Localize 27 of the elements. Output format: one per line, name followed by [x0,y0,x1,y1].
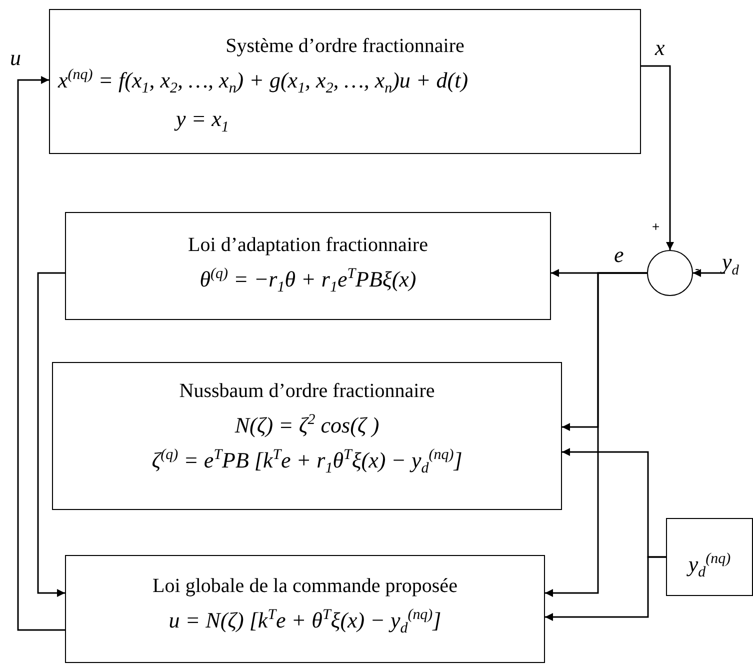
edge-label: e [614,243,624,267]
equation: x$^{(nq)}$ = f(x$_{1}$, x$_{2}$, …, x$_{n}$) + g(x$_{1}$, x$_{2}$, …, x$_{n}$)u + d(t) [56,66,470,99]
block [65,555,545,663]
equation: N(ζ) = ζ$^{2}$ cos(ζ ) [234,411,380,440]
arrow [545,556,666,621]
block-title: Nussbaum d’ordre fractionnaire [179,379,435,404]
block [49,9,641,154]
equation: ζ$^{(q)}$ = e$^{T}$PB [k$^{T}$e + r$_{1}$θ$^{T}$ξ(x) − y$_{d}$$^{(nq)}$] [152,446,462,480]
arrow [693,269,725,277]
block [52,362,562,510]
arrow [37,272,65,597]
arrow [641,65,674,250]
sign-label: - [695,262,700,276]
block-title: Loi d’adaptation fractionnaire [188,233,428,258]
equation: u = N(ζ) [k$^{T}$e + θ$^{T}$ξ(x) − y$_{d}$$^{(nq)}$] [168,606,442,639]
block-title: Système d’ordre fractionnaire [224,34,466,59]
summing-junction [647,250,693,296]
equation: y = x$_{1}$ [173,104,230,138]
block [65,212,551,320]
sign-label: + [652,220,660,234]
arrow [17,76,65,631]
block [666,518,753,596]
edge-label: x [655,36,665,60]
block-title: Loi globale de la commande proposée [152,574,458,599]
equation: θ$^{(q)}$ = −r$_{1}$θ + r$_{1}$e$^{T}$PBξ(x) [200,265,416,298]
edge-label: u [10,46,21,70]
arrow [545,272,647,597]
